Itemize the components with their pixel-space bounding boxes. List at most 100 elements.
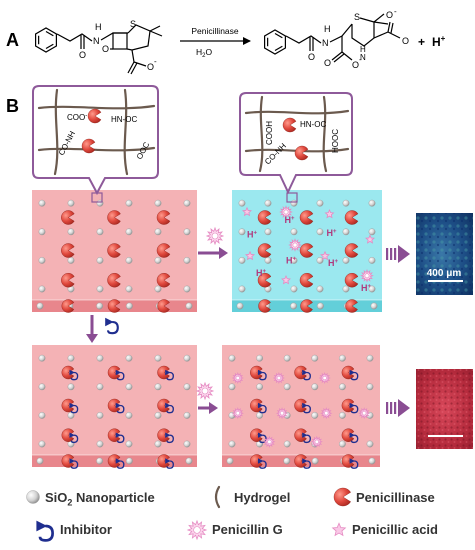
inhibitor-tail xyxy=(70,371,79,381)
sio2-nanoparticle xyxy=(238,285,246,293)
product-amide-link xyxy=(329,23,353,43)
sio2-nanoparticle xyxy=(125,256,133,264)
sio2-nanoparticle xyxy=(96,285,104,293)
sio2-nanoparticle xyxy=(290,302,297,310)
penicillin-g xyxy=(288,238,302,252)
sio2-nanoparticle xyxy=(67,256,75,264)
inhibitor-tail xyxy=(350,371,359,381)
inhibitor xyxy=(165,432,174,444)
callout-left-coo-label: COO- xyxy=(67,113,87,122)
inhibitor-tail xyxy=(303,371,311,381)
sio2-nanoparticle xyxy=(338,440,346,448)
penicillinase-enzyme xyxy=(107,398,121,413)
inhibitor-head xyxy=(69,369,75,376)
arrow-down-inhibit xyxy=(86,315,98,343)
penicillinase-enzyme xyxy=(345,299,358,313)
sio2-nanoparticle xyxy=(96,256,104,264)
sio2-nanoparticle xyxy=(228,440,236,448)
inhibited-enzyme xyxy=(157,428,174,444)
penicillinase-enzyme xyxy=(87,108,102,124)
sio2-nanoparticle xyxy=(283,383,291,391)
penicillin-g xyxy=(358,407,371,420)
hydrogel-strand xyxy=(37,104,156,110)
sio2-nanoparticle xyxy=(185,457,193,465)
sio2-nanoparticle xyxy=(283,354,291,362)
legend-hydrogel-label: Hydrogel xyxy=(234,490,291,505)
penicillin-g xyxy=(310,435,323,448)
legend-icons xyxy=(26,485,351,542)
sio2-nanoparticle xyxy=(154,285,162,293)
arrow-head xyxy=(86,334,98,343)
penicillinase-enzyme xyxy=(294,454,307,468)
sio2-nanoparticle xyxy=(36,302,44,310)
sio2-nanoparticle xyxy=(264,256,272,264)
penicillin-g-core xyxy=(362,411,367,416)
reactant-methyl-1 xyxy=(149,25,161,32)
penicillin-g-core xyxy=(279,411,285,416)
inhibitor-head xyxy=(302,432,308,438)
inhibitor-head xyxy=(105,317,114,327)
penicillin-g-core xyxy=(324,411,329,416)
sio2-nanoparticle xyxy=(154,228,162,236)
inhibited-enzyme xyxy=(61,398,79,414)
inhibited-enzyme xyxy=(107,365,125,381)
reagent-inhibitor xyxy=(105,317,119,335)
inhibitor xyxy=(69,402,79,414)
inhibitor-tail xyxy=(259,404,267,414)
product-acid-o2 xyxy=(341,51,353,61)
inhibitor-tail xyxy=(166,434,174,444)
sio2-nanoparticle xyxy=(96,440,104,448)
penicillin-g-core xyxy=(276,375,281,381)
inhibitor xyxy=(257,458,267,469)
proton-label: H+ xyxy=(256,268,267,278)
inhibitor-head xyxy=(257,402,264,409)
legend-penicillin-g-icon xyxy=(186,519,208,541)
inhibitor-tail xyxy=(70,434,79,444)
inhibitor-tail xyxy=(259,460,267,469)
penicillinase-enzyme xyxy=(341,428,355,442)
sio2-nanoparticle xyxy=(183,285,191,293)
product-acid-o1b xyxy=(333,53,345,63)
sio2-nanoparticle xyxy=(36,457,44,465)
penicillinase-enzyme xyxy=(250,365,263,380)
sio2-nanoparticle xyxy=(342,199,350,207)
inhibited-enzyme xyxy=(294,365,311,381)
sio2-nanoparticle xyxy=(290,285,298,293)
sio2-nanoparticle xyxy=(290,228,298,236)
sio2-nanoparticle xyxy=(368,285,376,293)
inhibited-enzyme xyxy=(341,398,359,414)
micrograph-top-scale-label: 400 μm xyxy=(427,268,462,279)
inhibited-enzyme xyxy=(341,454,359,469)
inhibited-enzyme xyxy=(341,428,359,444)
reactant-phenyl-ring xyxy=(34,27,58,53)
benzene-double-bond xyxy=(274,32,283,39)
inhibitor-tail xyxy=(166,460,174,469)
sio2-nanoparticle xyxy=(96,228,104,236)
penicillin-g-core xyxy=(235,375,240,381)
sio2-nanoparticle xyxy=(125,285,133,293)
sio2-nanoparticle xyxy=(290,199,298,207)
inhibited-enzyme xyxy=(250,398,267,414)
sio2-nanoparticle xyxy=(264,228,272,236)
inhibitor xyxy=(257,369,267,381)
legend-sio2-label: SiO2 Nanoparticle xyxy=(45,490,155,508)
sio2-nanoparticle xyxy=(183,411,191,419)
penicillin-g xyxy=(263,435,276,448)
sio2-nanoparticle xyxy=(283,440,291,448)
penicillinase-enzyme xyxy=(294,428,307,442)
inhibitor-head xyxy=(165,369,171,376)
inhibitor-head xyxy=(165,432,171,438)
sio2-nanoparticle xyxy=(226,457,234,465)
inhibitor xyxy=(165,402,174,414)
hydrogel-strand xyxy=(53,88,59,176)
inhibitor-head xyxy=(349,458,355,464)
sio2-nanoparticle xyxy=(183,440,191,448)
arrow-stripe xyxy=(394,248,397,260)
penicillinase-enzyme xyxy=(294,365,307,380)
penicillin-g-core xyxy=(201,387,209,395)
inhibitor-tail xyxy=(70,460,79,469)
inhibitor xyxy=(69,369,79,381)
